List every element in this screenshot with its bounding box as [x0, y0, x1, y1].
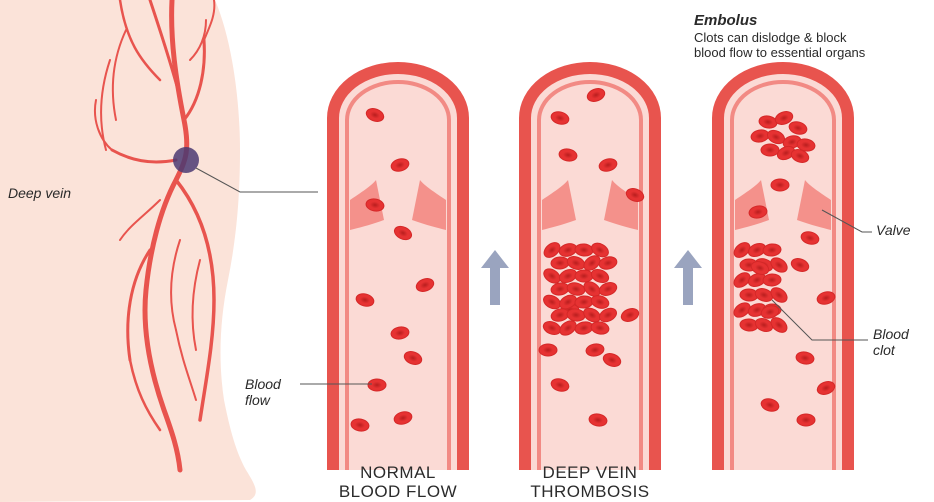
deep-vein-highlight — [173, 147, 199, 173]
blood-flow-label-line1: Blood — [245, 376, 281, 392]
flow-arrow-2 — [674, 250, 702, 305]
embolus-cell — [761, 144, 779, 156]
leg-shape — [0, 0, 256, 502]
caption-normal-line1: NORMAL — [318, 463, 478, 482]
blood-clot-label-line2: clot — [873, 342, 909, 358]
embolus-annotation: Embolus Clots can dislodge & block blood… — [694, 12, 865, 60]
blood-cell — [771, 179, 789, 191]
valve-label: Valve — [876, 222, 911, 238]
embolus-description-line1: Clots can dislodge & block — [694, 30, 865, 45]
clot-cell — [551, 257, 570, 270]
blood-flow-label-line2: flow — [245, 392, 281, 408]
blood-cell — [539, 344, 557, 356]
caption-dvt-line2: THROMBOSIS — [508, 482, 672, 501]
leg-illustration — [0, 0, 318, 502]
caption-dvt: DEEP VEIN THROMBOSIS — [508, 463, 672, 501]
blood-flow-label: Blood flow — [245, 376, 281, 408]
blood-clot-label-line1: Blood — [873, 326, 909, 342]
caption-normal-line2: BLOOD FLOW — [318, 482, 478, 501]
embolus-title: Embolus — [694, 12, 865, 30]
blood-cell — [797, 414, 815, 426]
embolus-description-line2: blood flow to essential organs — [694, 45, 865, 60]
clot-cell — [575, 270, 593, 282]
blood-cell — [368, 379, 386, 391]
vessel-normal — [333, 68, 463, 470]
deep-vein-label: Deep vein — [8, 185, 71, 201]
flow-arrow-1 — [481, 250, 509, 305]
caption-normal: NORMAL BLOOD FLOW — [318, 463, 478, 501]
caption-dvt-line1: DEEP VEIN — [508, 463, 672, 482]
blood-clot-label: Blood clot — [873, 326, 909, 358]
